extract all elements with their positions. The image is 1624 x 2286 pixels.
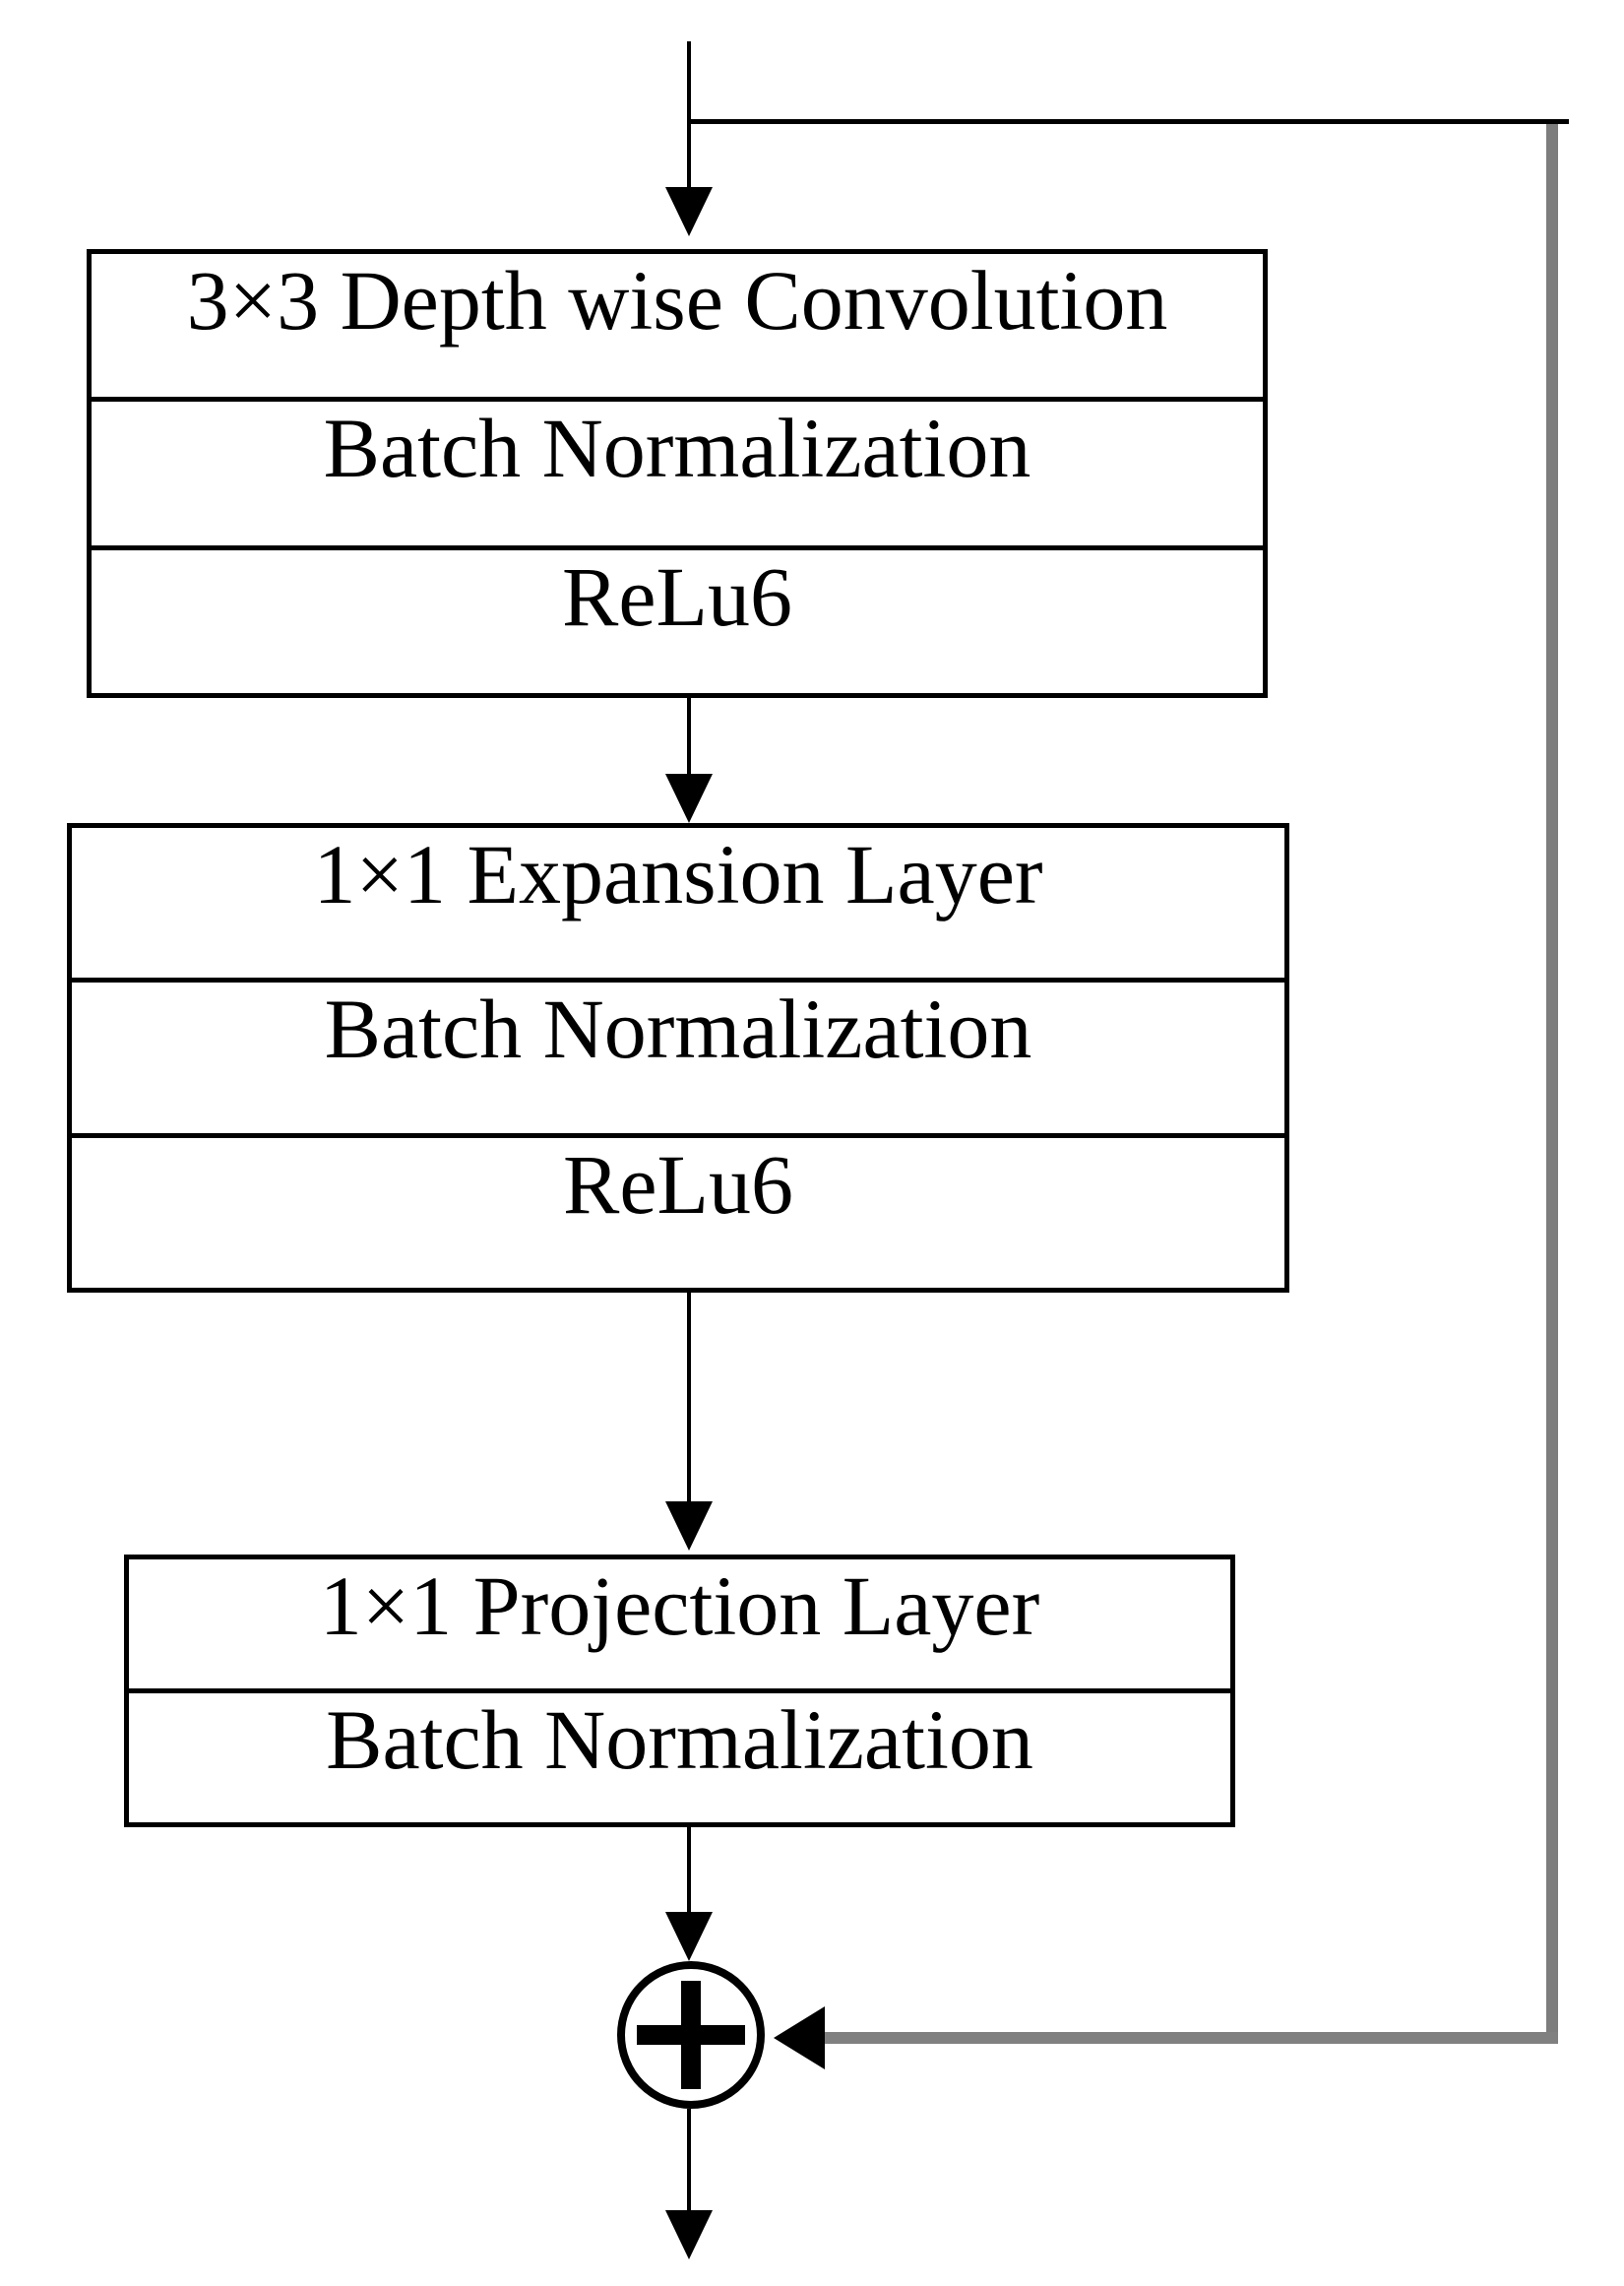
connector-line-2 bbox=[687, 1293, 691, 1504]
block-row-label: ReLu6 bbox=[92, 544, 1263, 693]
arrowhead-down-icon bbox=[665, 1912, 713, 1961]
block-row-label: ReLu6 bbox=[72, 1132, 1284, 1288]
output-line bbox=[687, 2109, 691, 2210]
skip-branch-line-top bbox=[687, 119, 1569, 124]
connector-line-1 bbox=[687, 698, 691, 777]
block-row-label: 3×3 Depth wise Convolution bbox=[186, 253, 1168, 348]
output-arrowhead-down-icon bbox=[665, 2210, 713, 2259]
expansion-block: 1×1 Expansion Layer Batch Normalization … bbox=[67, 823, 1289, 1293]
skip-connection-line-right bbox=[1546, 124, 1558, 2044]
arrowhead-down-icon bbox=[665, 774, 713, 823]
arrowhead-down-icon bbox=[665, 1501, 713, 1551]
input-arrowhead-down-icon bbox=[665, 187, 713, 236]
block-row-label: Batch Normalization bbox=[72, 978, 1284, 1132]
skip-arrowhead-left-icon bbox=[774, 2006, 825, 2069]
skip-connection-line-bottom bbox=[817, 2032, 1558, 2044]
block-row-label: 1×1 Projection Layer bbox=[319, 1558, 1040, 1653]
block-row-label: Batch Normalization bbox=[129, 1688, 1230, 1822]
projection-block: 1×1 Projection Layer Batch Normalization bbox=[124, 1555, 1235, 1827]
plus-icon bbox=[681, 1981, 701, 2089]
block-row-label: 1×1 Expansion Layer bbox=[313, 827, 1043, 921]
input-line bbox=[687, 41, 691, 189]
connector-line-3 bbox=[687, 1827, 691, 1914]
block-row-label: Batch Normalization bbox=[92, 397, 1263, 544]
add-operator-symbol: + bbox=[625, 1969, 626, 1970]
depthwise-conv-block: 3×3 Depth wise Convolution Batch Normali… bbox=[87, 249, 1268, 698]
